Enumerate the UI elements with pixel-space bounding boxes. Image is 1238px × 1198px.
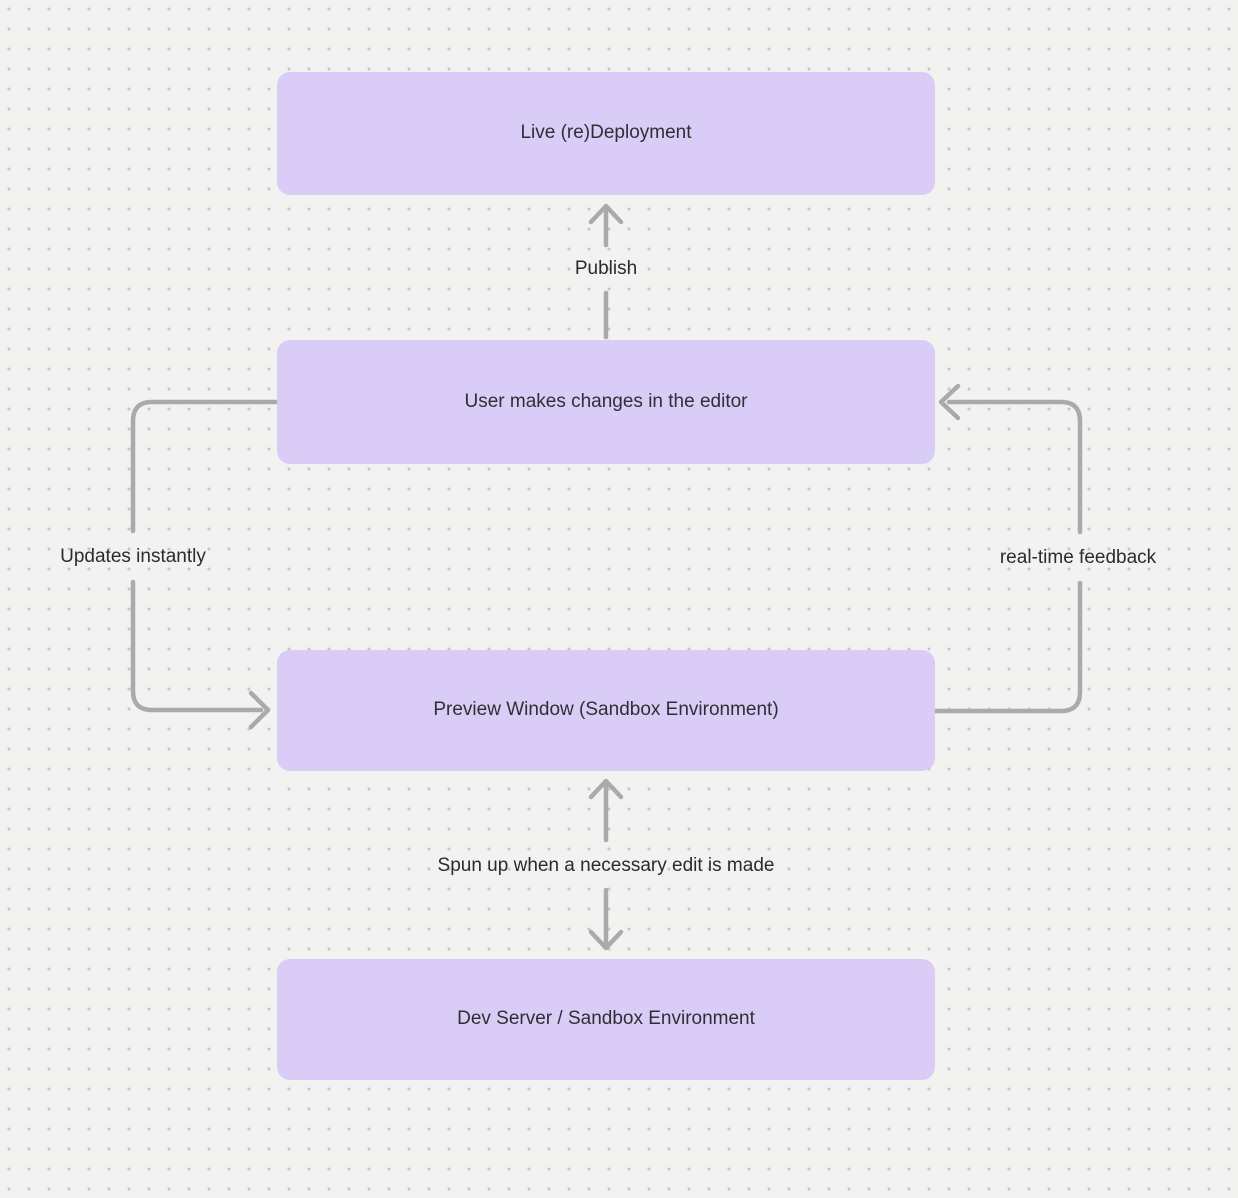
edge-spun-up-arrow[interactable] bbox=[588, 778, 624, 951]
edge-spunup-arrowhead-up-icon bbox=[588, 778, 624, 800]
edge-updates-arrowhead-icon bbox=[248, 690, 271, 730]
node-live-redeployment-label: Live (re)Deployment bbox=[520, 122, 692, 144]
node-user-changes-label: User makes changes in the editor bbox=[464, 390, 748, 412]
node-live-redeployment[interactable]: Live (re)Deployment bbox=[277, 72, 935, 195]
edge-label-realtime-feedback: real-time feedback bbox=[999, 547, 1157, 568]
edge-feedback-upper bbox=[946, 399, 1083, 535]
node-dev-server[interactable]: Dev Server / Sandbox Environment bbox=[277, 959, 935, 1080]
edge-label-publish: Publish bbox=[574, 258, 638, 279]
edge-spunup-arrowhead-down-icon bbox=[588, 929, 624, 951]
edge-updates-lower bbox=[130, 579, 264, 713]
edge-label-updates-instantly: Updates instantly bbox=[60, 546, 206, 567]
edge-updates-instantly-arrow[interactable] bbox=[130, 399, 281, 730]
edge-publish-arrowhead-icon bbox=[588, 203, 624, 225]
edge-realtime-feedback-arrow[interactable] bbox=[932, 383, 1083, 714]
edge-feedback-arrowhead-icon bbox=[938, 383, 961, 421]
edge-feedback-lower bbox=[932, 580, 1083, 714]
node-preview-window-label: Preview Window (Sandbox Environment) bbox=[433, 699, 779, 721]
edge-label-spun-up: Spun up when a necessary edit is made bbox=[437, 855, 775, 876]
edge-updates-upper bbox=[130, 399, 281, 534]
edge-publish-arrow[interactable] bbox=[588, 203, 624, 340]
node-preview-window[interactable]: Preview Window (Sandbox Environment) bbox=[277, 650, 935, 771]
node-user-changes[interactable]: User makes changes in the editor bbox=[277, 340, 935, 464]
node-dev-server-label: Dev Server / Sandbox Environment bbox=[457, 1008, 755, 1030]
